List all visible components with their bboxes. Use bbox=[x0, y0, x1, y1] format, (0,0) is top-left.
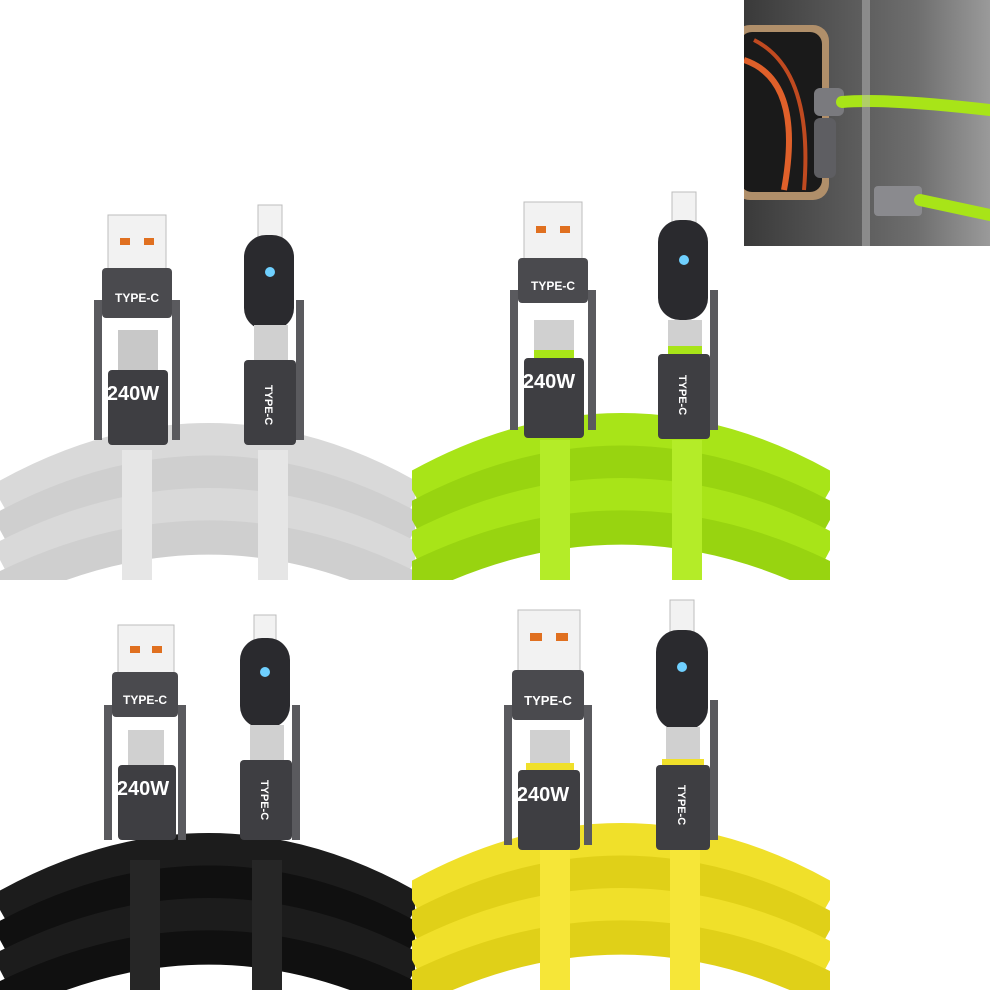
side-label: TYPE-C bbox=[262, 385, 274, 425]
usb-a-connector bbox=[517, 609, 581, 673]
type-c-adapter: TYPE-C 240W bbox=[94, 268, 180, 445]
side-label: TYPE-C bbox=[258, 780, 270, 820]
adapter-label: TYPE-C bbox=[524, 693, 572, 708]
cable-photo-yellow: TYPE-C 240W TYPE-C bbox=[412, 595, 830, 990]
type-c-adapter: TYPE-C 240W bbox=[104, 672, 186, 840]
usb-a-connector bbox=[107, 214, 167, 276]
coiled-cable-gray bbox=[0, 423, 415, 580]
lightning-connector: TYPE-C bbox=[656, 599, 718, 850]
cable-photo-black: TYPE-C 240W TYPE-C bbox=[0, 610, 415, 990]
lightning-connector: TYPE-C bbox=[240, 614, 300, 840]
type-c-adapter: TYPE-C 240W bbox=[510, 258, 596, 438]
cable-photo-gray: TYPE-C 240W TYPE-C bbox=[0, 200, 415, 580]
adapter-label: TYPE-C bbox=[123, 693, 167, 707]
side-label: TYPE-C bbox=[676, 375, 688, 415]
coiled-cable-black bbox=[0, 833, 415, 990]
lightning-connector: TYPE-C bbox=[658, 191, 718, 439]
usb-a-connector bbox=[523, 201, 583, 263]
usb-a-connector bbox=[117, 624, 175, 681]
adapter-label: TYPE-C bbox=[531, 279, 575, 293]
usage-inset-photo bbox=[744, 0, 990, 246]
phone bbox=[744, 25, 829, 200]
type-c-adapter: TYPE-C 240W bbox=[504, 670, 592, 850]
coiled-cable-yellow bbox=[412, 823, 830, 990]
adapter-label: TYPE-C bbox=[115, 291, 159, 305]
lightning-connector: TYPE-C bbox=[244, 204, 304, 445]
coiled-cable-green bbox=[412, 413, 830, 580]
power-label: 240W bbox=[523, 371, 575, 393]
cable-photo-green: TYPE-C 240W TYPE-C bbox=[412, 190, 830, 580]
power-label: 240W bbox=[517, 784, 569, 806]
side-label: TYPE-C bbox=[675, 785, 687, 825]
connected-cable bbox=[814, 88, 990, 221]
power-label: 240W bbox=[107, 383, 159, 405]
power-label: 240W bbox=[117, 778, 169, 800]
